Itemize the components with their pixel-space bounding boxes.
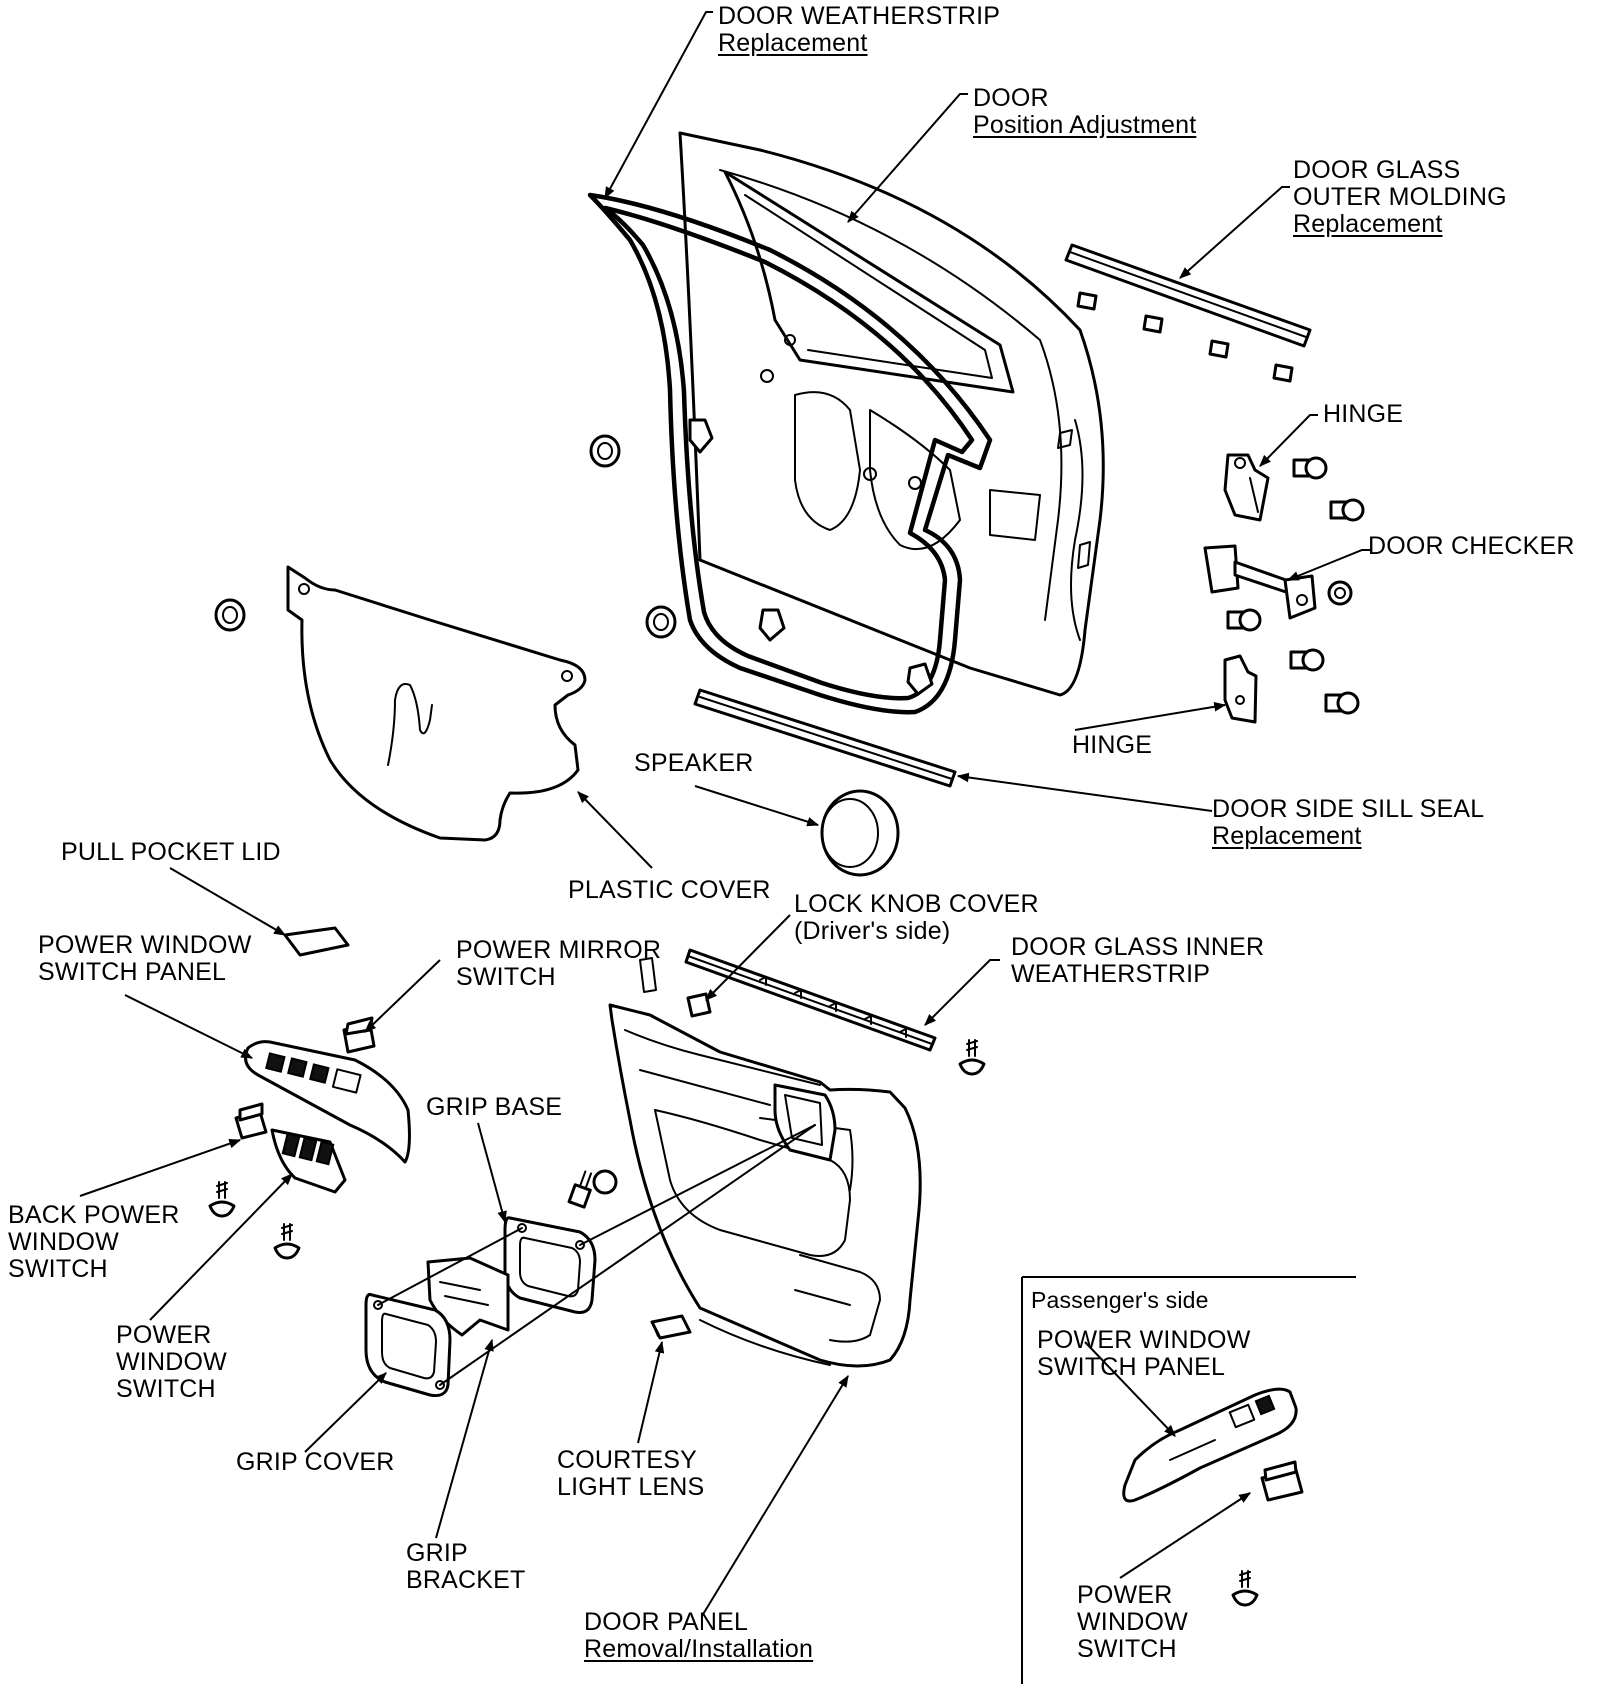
screws: [208, 1039, 1259, 1607]
label-power-mirror-switch: POWER MIRROR SWITCH: [456, 937, 661, 991]
label-passenger-pw-switch-panel: POWER WINDOW SWITCH PANEL: [1037, 1327, 1250, 1381]
alignment-lines: [377, 1124, 816, 1386]
back-pw-switch-line3: SWITCH: [8, 1255, 108, 1283]
door-weatherstrip: [587, 192, 993, 715]
power-mirror-switch-line2: SWITCH: [456, 963, 556, 991]
pw-switch-line1: POWER: [116, 1321, 212, 1349]
label-pw-switch-panel: POWER WINDOW SWITCH PANEL: [38, 932, 251, 986]
pw-switch-panel-line1: POWER WINDOW: [38, 931, 252, 959]
label-grip-cover: GRIP COVER: [236, 1449, 395, 1476]
outer-molding-link[interactable]: Replacement: [1293, 210, 1443, 238]
sill-seal-title: DOOR SIDE SILL SEAL: [1212, 795, 1485, 823]
courtesy-light-lens: [650, 1314, 692, 1340]
passenger-inset-title: Passenger's side: [1031, 1287, 1209, 1314]
passenger-pw-switch-panel-line2: SWITCH PANEL: [1037, 1353, 1226, 1381]
courtesy-light-lens-line1: COURTESY: [557, 1446, 698, 1474]
sill-seal-link[interactable]: Replacement: [1212, 822, 1362, 850]
passenger-inset-title-text: Passenger's side: [1031, 1287, 1209, 1313]
grommets: [214, 434, 677, 1195]
label-door-checker: DOOR CHECKER: [1368, 533, 1575, 560]
label-pull-pocket-lid: PULL POCKET LID: [61, 839, 281, 866]
grip-bracket: [426, 1256, 510, 1337]
pull-pocket-lid-text: PULL POCKET LID: [61, 838, 281, 866]
courtesy-light-lens-line2: LIGHT LENS: [557, 1473, 705, 1501]
door-title: DOOR: [973, 84, 1049, 112]
pw-switch-line2: WINDOW: [116, 1348, 227, 1376]
passenger-pw-switch-line2: WINDOW: [1077, 1608, 1188, 1636]
label-hinge-upper: HINGE: [1323, 401, 1403, 428]
pull-pocket-lid: [283, 926, 350, 957]
lock-knob-cover-line1: LOCK KNOB COVER: [794, 890, 1039, 918]
outer-molding: [1064, 243, 1312, 383]
passenger-pw-switch-panel-line1: POWER WINDOW: [1037, 1326, 1251, 1354]
lower-hinge: [1223, 654, 1258, 724]
weatherstrip-clips: [688, 418, 934, 696]
label-inner-weatherstrip: DOOR GLASS INNER WEATHERSTRIP: [1011, 934, 1264, 988]
door-checker-text: DOOR CHECKER: [1368, 532, 1575, 560]
door-checker: [1203, 544, 1317, 620]
label-plastic-cover: PLASTIC COVER: [568, 877, 771, 904]
plastic-cover: [286, 565, 587, 842]
door-weatherstrip-link[interactable]: Replacement: [718, 29, 868, 57]
door-panel: [608, 957, 922, 1368]
pw-switch-panel: [244, 1040, 411, 1164]
back-pw-switch-line1: BACK POWER: [8, 1201, 180, 1229]
plastic-cover-text: PLASTIC COVER: [568, 876, 771, 904]
passenger-pw-switch-panel: [1122, 1387, 1298, 1503]
sill-seal: [693, 688, 957, 788]
inner-weatherstrip-line2: WEATHERSTRIP: [1011, 960, 1211, 988]
label-door: DOOR Position Adjustment: [973, 85, 1196, 139]
label-speaker: SPEAKER: [634, 750, 754, 777]
hinge-upper-text: HINGE: [1323, 400, 1404, 428]
back-pw-switch: [234, 1102, 268, 1140]
passenger-pw-switch-line3: SWITCH: [1077, 1635, 1177, 1663]
label-door-panel: DOOR PANEL Removal/Installation: [584, 1609, 813, 1663]
label-grip-bracket: GRIP BRACKET: [406, 1540, 525, 1594]
pw-switch-line3: SWITCH: [116, 1375, 216, 1403]
grip-bracket-line2: BRACKET: [406, 1566, 526, 1594]
label-door-weatherstrip: DOOR WEATHERSTRIP Replacement: [718, 3, 1000, 57]
back-pw-switch-line2: WINDOW: [8, 1228, 119, 1256]
label-outer-molding: DOOR GLASS OUTER MOLDING Replacement: [1293, 157, 1507, 238]
label-grip-base: GRIP BASE: [426, 1094, 562, 1121]
upper-hinge: [1223, 453, 1270, 522]
door-weatherstrip-title: DOOR WEATHERSTRIP: [718, 2, 1001, 30]
label-hinge-lower: HINGE: [1072, 732, 1152, 759]
outer-molding-line2: OUTER MOLDING: [1293, 183, 1507, 211]
grip-cover-text: GRIP COVER: [236, 1448, 395, 1476]
grip-base: [503, 1216, 597, 1314]
label-sill-seal: DOOR SIDE SILL SEAL Replacement: [1212, 796, 1484, 850]
power-mirror-switch-line1: POWER MIRROR: [456, 936, 662, 964]
passenger-pw-switch: [1260, 1460, 1304, 1502]
label-courtesy-light-lens: COURTESY LIGHT LENS: [557, 1447, 704, 1501]
outer-molding-line1: DOOR GLASS: [1293, 156, 1461, 184]
label-passenger-pw-switch: POWER WINDOW SWITCH: [1077, 1582, 1188, 1663]
leader-lines: [79, 11, 1372, 1617]
lock-knob-cover: [686, 992, 712, 1018]
label-back-pw-switch: BACK POWER WINDOW SWITCH: [8, 1202, 179, 1283]
lock-knob-cover-line2: (Driver's side): [794, 917, 951, 945]
label-lock-knob-cover: LOCK KNOB COVER (Driver's side): [794, 891, 1039, 945]
door-position-adjustment-link[interactable]: Position Adjustment: [973, 111, 1197, 139]
passenger-pw-switch-line1: POWER: [1077, 1581, 1173, 1609]
grip-cover: [364, 1293, 452, 1397]
grip-base-text: GRIP BASE: [426, 1093, 563, 1121]
bolts: [1226, 456, 1365, 715]
door-shell: [678, 131, 1105, 697]
passenger-inset-frame: [1021, 1276, 1356, 1684]
pw-switch-block: [270, 1128, 347, 1194]
door-panel-title: DOOR PANEL: [584, 1608, 749, 1636]
pw-switch-panel-line2: SWITCH PANEL: [38, 958, 227, 986]
door-panel-link[interactable]: Removal/Installation: [584, 1635, 814, 1663]
inner-weatherstrip-line1: DOOR GLASS INNER: [1011, 933, 1265, 961]
power-mirror-switch: [342, 1016, 376, 1054]
grip-bracket-line1: GRIP: [406, 1539, 468, 1567]
speaker: [820, 789, 900, 877]
hinge-lower-text: HINGE: [1072, 731, 1153, 759]
label-pw-switch: POWER WINDOW SWITCH: [116, 1322, 227, 1403]
speaker-text: SPEAKER: [634, 749, 754, 777]
inner-weatherstrip: [684, 948, 937, 1052]
